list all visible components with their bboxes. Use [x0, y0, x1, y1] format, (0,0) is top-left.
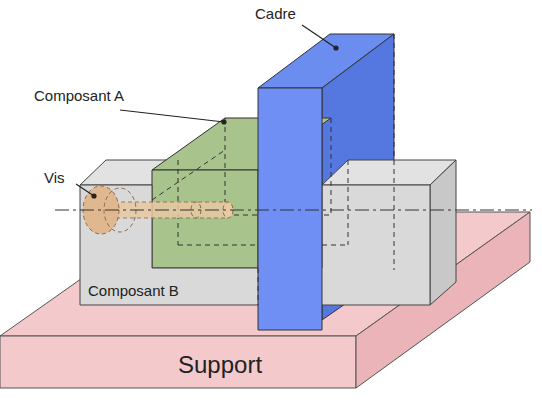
part-name: Cadre — [255, 6, 296, 23]
axis-line — [55, 210, 532, 211]
part-name: Support — [178, 352, 262, 378]
component-a-front — [152, 170, 258, 268]
part-name: Composant B — [88, 283, 179, 300]
support-front — [0, 336, 356, 388]
frame-front — [258, 88, 322, 330]
block-b-front — [80, 185, 430, 305]
part-name: Composant A — [34, 88, 124, 105]
leader-lines — [76, 25, 338, 198]
hidden-edge — [258, 268, 259, 305]
block-b-side — [430, 160, 456, 305]
part-name: Vis — [44, 170, 65, 187]
